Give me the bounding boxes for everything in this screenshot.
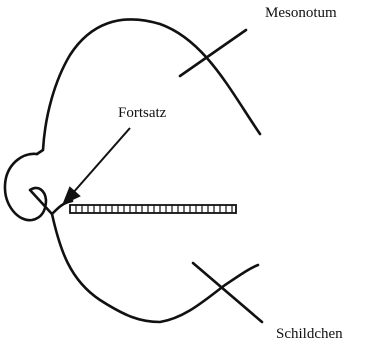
- mesonotum-pointer-line: [180, 30, 246, 76]
- schildchen-outline: [52, 214, 258, 322]
- label-mesonotum: Mesonotum: [265, 6, 337, 21]
- loop-lobe-outline: [5, 154, 52, 220]
- fortsatz-arrow-line: [72, 128, 130, 194]
- label-fortsatz: Fortsatz: [118, 106, 166, 121]
- fortsatz-attachment: [52, 201, 72, 214]
- schildchen-pointer-line: [193, 263, 262, 322]
- label-schildchen: Schildchen: [276, 327, 343, 342]
- fortsatz-process: [70, 205, 236, 213]
- mesonotum-outline: [37, 19, 260, 154]
